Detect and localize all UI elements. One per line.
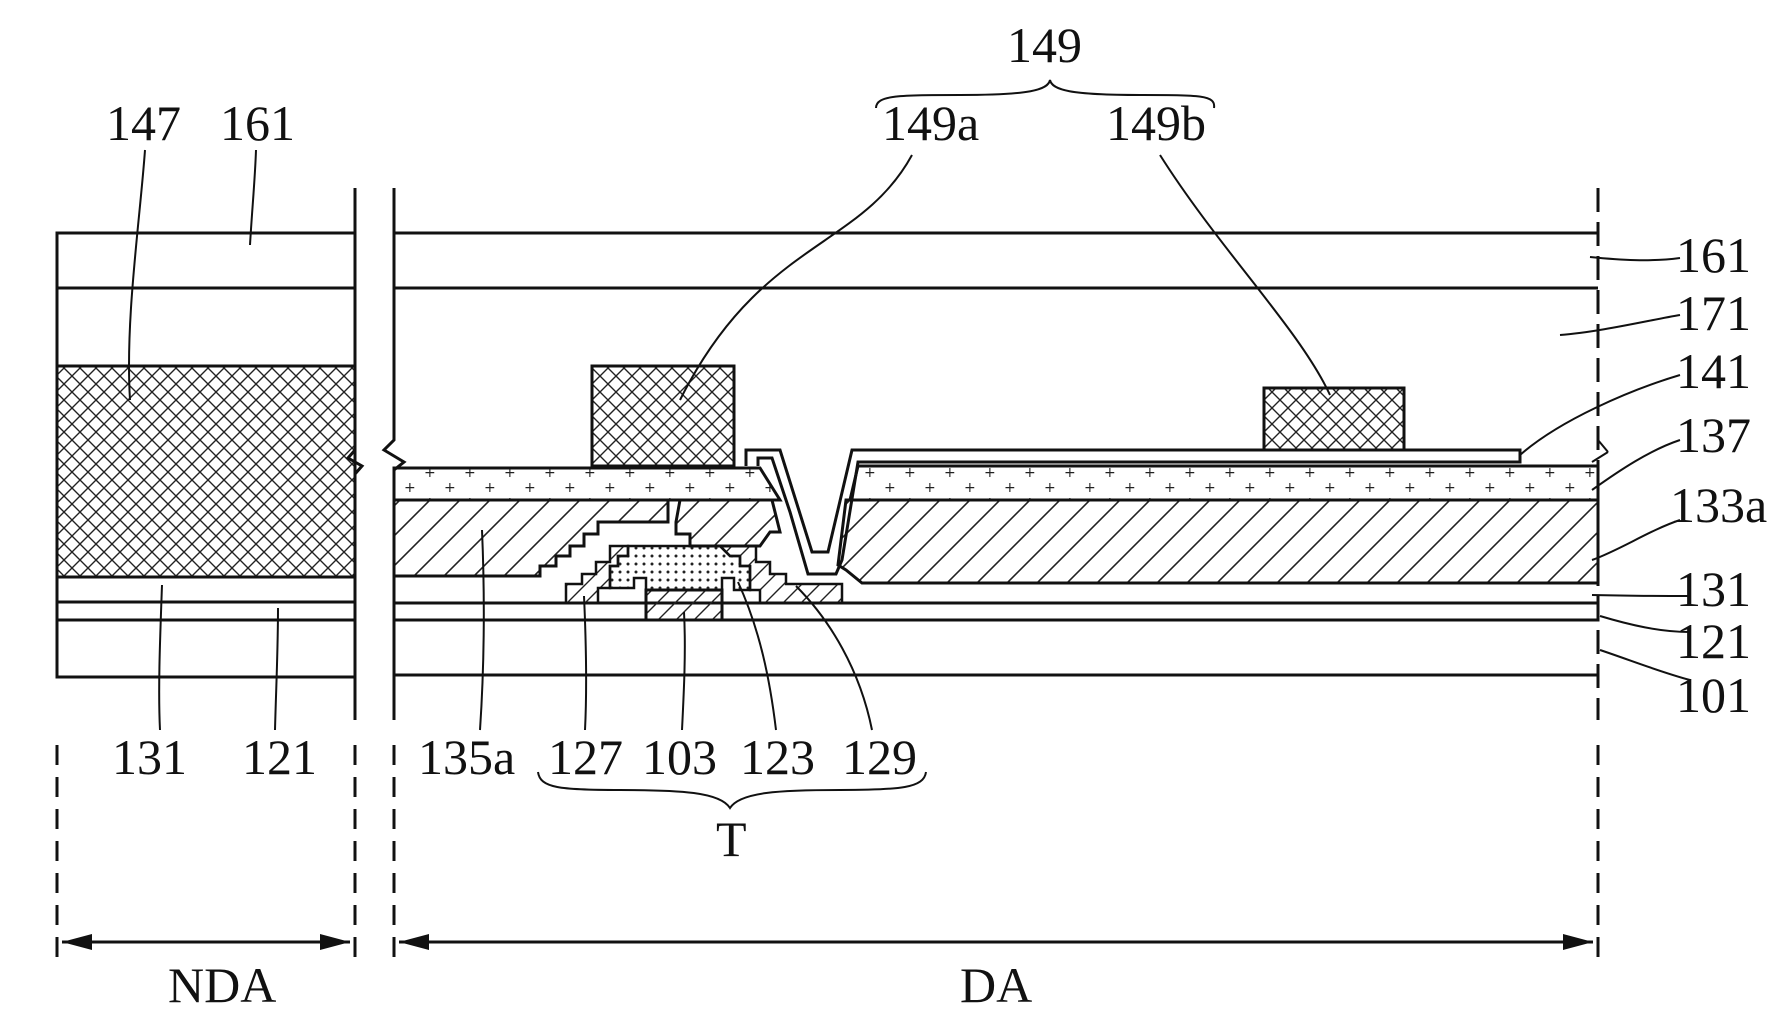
label-129: 129 bbox=[842, 729, 917, 785]
label-123: 123 bbox=[740, 729, 815, 785]
label-137: 137 bbox=[1676, 407, 1751, 463]
label-171: 171 bbox=[1676, 285, 1751, 341]
pattern-149a bbox=[592, 366, 734, 466]
label-NDA: NDA bbox=[168, 957, 276, 1013]
break-lines bbox=[348, 188, 1608, 720]
label-DA: DA bbox=[960, 957, 1032, 1013]
label-135a: 135a bbox=[418, 729, 515, 785]
label-149b: 149b bbox=[1106, 95, 1206, 151]
label-127: 127 bbox=[548, 729, 623, 785]
label-149: 149 bbox=[1007, 17, 1082, 73]
nda-layer-171 bbox=[57, 288, 355, 366]
layer-137-right bbox=[850, 466, 1598, 500]
label-103: 103 bbox=[642, 729, 717, 785]
nda-layer-131 bbox=[57, 577, 355, 602]
label-121: 121 bbox=[1676, 613, 1751, 669]
label-101: 101 bbox=[1676, 667, 1751, 723]
label-147: 147 bbox=[106, 95, 181, 151]
label-131-nda: 131 bbox=[112, 729, 187, 785]
label-161-nda: 161 bbox=[220, 95, 295, 151]
nda-layer-101 bbox=[57, 620, 355, 677]
label-131: 131 bbox=[1676, 561, 1751, 617]
pattern-149b bbox=[1264, 388, 1404, 450]
label-149a: 149a bbox=[882, 95, 979, 151]
nda-layer-121 bbox=[57, 602, 355, 620]
nda-stack bbox=[57, 233, 355, 677]
nda-layer-161 bbox=[57, 233, 355, 288]
leader-lines bbox=[129, 150, 1690, 730]
label-141: 141 bbox=[1676, 343, 1751, 399]
label-161: 161 bbox=[1676, 227, 1751, 283]
label-133a: 133a bbox=[1670, 477, 1767, 533]
label-121-nda: 121 bbox=[242, 729, 317, 785]
da-layer-121 bbox=[394, 603, 1598, 620]
nda-layer-147 bbox=[57, 366, 355, 577]
label-T: T bbox=[716, 811, 747, 867]
da-stack bbox=[394, 233, 1598, 675]
layer-135a-right bbox=[676, 500, 780, 546]
layer-137-left bbox=[394, 468, 780, 500]
layer-133a bbox=[838, 500, 1598, 583]
